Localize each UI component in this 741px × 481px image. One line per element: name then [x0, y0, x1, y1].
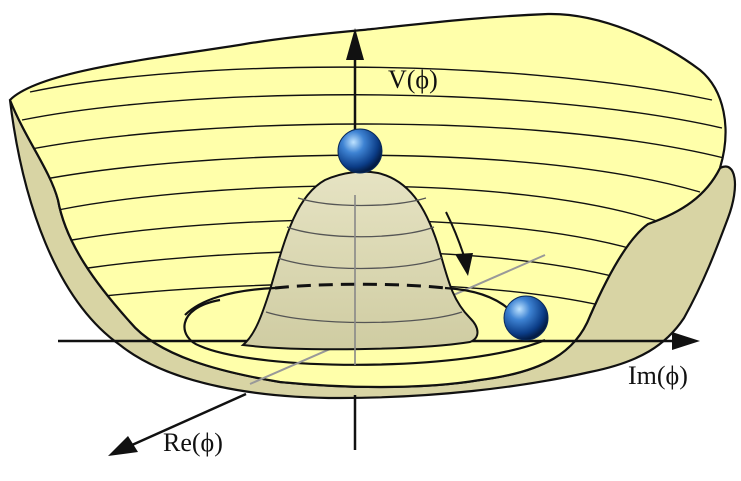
- trough-ring-left: [184, 286, 276, 316]
- contour-line: [25, 123, 725, 159]
- roll-down-arrowhead: [455, 253, 473, 276]
- v-axis-arrowhead: [346, 28, 364, 60]
- im-axis-label: Im(ϕ): [628, 361, 688, 390]
- im-axis-arrowhead: [672, 332, 700, 350]
- central-hump: [240, 170, 479, 351]
- hump-contour-line: [277, 257, 443, 270]
- contour-line: [29, 66, 713, 101]
- hump-contour-line: [297, 197, 427, 207]
- re-axis-line: [131, 392, 247, 447]
- ball-trough: [503, 295, 549, 341]
- trough-ring-front: [183, 298, 546, 366]
- hump-contour-lines: [265, 197, 463, 324]
- re-axis-arrowhead: [108, 436, 138, 456]
- hump-contour-line: [286, 226, 435, 238]
- ball-top: [337, 128, 383, 174]
- re-axis-label: Re(ϕ): [163, 428, 223, 457]
- v-axis-label: V(ϕ): [388, 65, 438, 94]
- hump-contour-line: [265, 311, 463, 324]
- roll-down-arrow-shaft: [445, 211, 465, 257]
